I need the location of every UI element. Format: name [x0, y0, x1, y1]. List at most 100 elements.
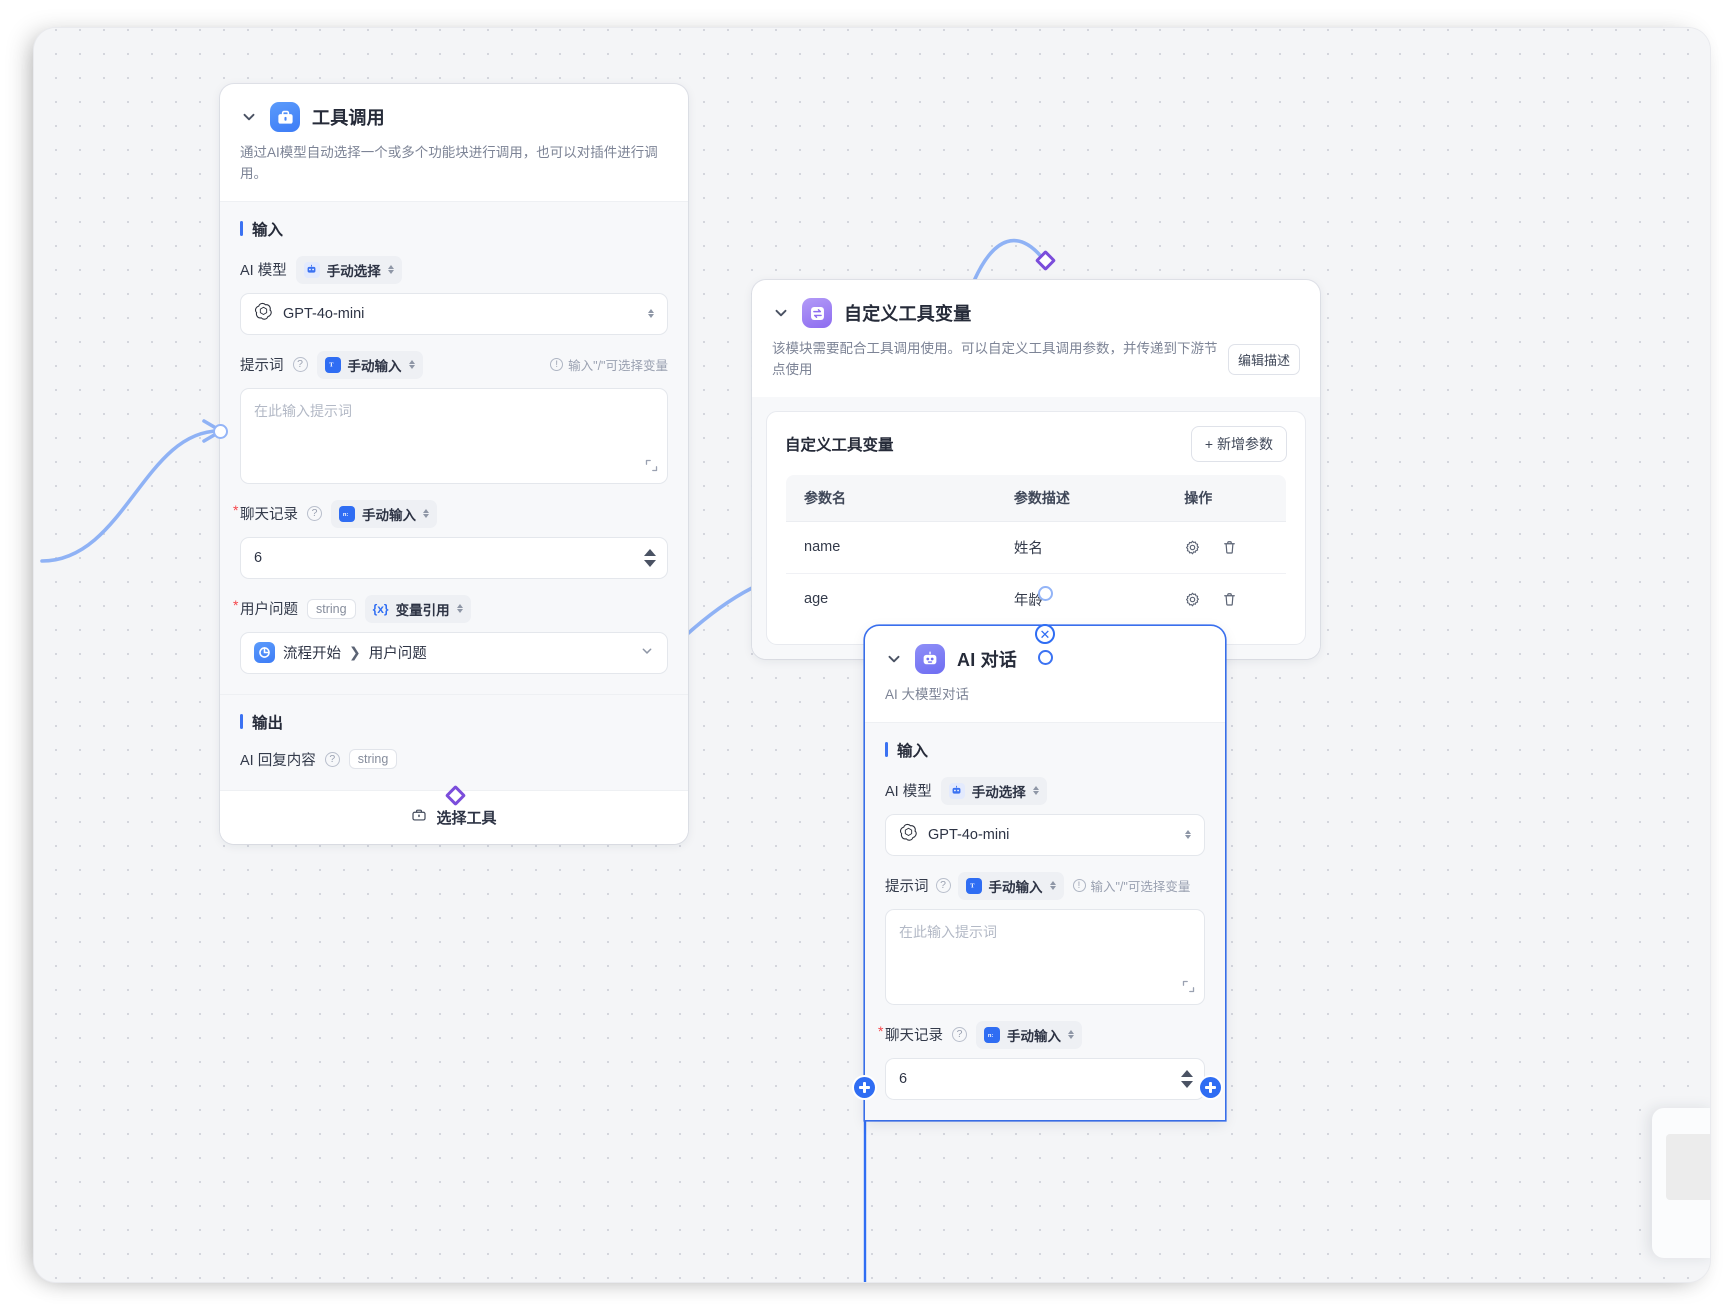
node-tool-call-description: 通过AI模型自动选择一个或多个功能块进行调用，也可以对插件进行调用。 [240, 145, 658, 181]
expand-icon[interactable] [1182, 980, 1195, 996]
port-toolvars-output[interactable] [1038, 586, 1053, 601]
gear-icon[interactable] [1184, 591, 1201, 608]
help-icon[interactable]: ? [324, 751, 340, 767]
prompt-textarea[interactable]: 在此输入提示词 [240, 387, 668, 484]
number-stepper[interactable] [1181, 1069, 1193, 1088]
chevron-updown-icon [1049, 881, 1056, 891]
node-tool-call-title: 工具调用 [312, 108, 385, 128]
port-aichat-left-add[interactable] [854, 1077, 875, 1098]
add-parameter-button[interactable]: + 新增参数 [1190, 425, 1287, 462]
node-tool-call-header: 工具调用 通过AI模型自动选择一个或多个功能块进行调用，也可以对插件进行调用。 [220, 84, 688, 185]
breadcrumb-separator-icon: ❯ [349, 644, 361, 661]
openai-icon [254, 302, 273, 325]
user-question-label: 用户问题 [233, 597, 298, 619]
chevron-updown-icon [456, 604, 463, 614]
chevron-updown-icon [423, 509, 429, 519]
toolbox-small-icon [411, 807, 427, 827]
ai-model-select[interactable]: GPT-4o-mini [885, 813, 1205, 856]
expand-icon[interactable] [645, 459, 658, 475]
help-icon[interactable]: ? [307, 506, 322, 522]
table-row[interactable]: name 姓名 [786, 521, 1286, 574]
prompt-mode-select[interactable]: T 手动输入 [316, 350, 423, 379]
variable-breadcrumb: 流程开始 ❯ 用户问题 [254, 642, 630, 664]
edge-delete-icon[interactable]: ✕ [1035, 624, 1055, 644]
tool-vars-table-section: 自定义工具变量 + 新增参数 参数名 参数描述 操作 name [752, 396, 1320, 659]
column-param-name: 参数名 [786, 474, 996, 522]
canvas-viewport: 工具调用 通过AI模型自动选择一个或多个功能块进行调用，也可以对插件进行调用。 … [34, 28, 1710, 1282]
svg-text:n:: n: [988, 1033, 994, 1039]
prompt-mode-label: 手动输入 [347, 358, 402, 374]
custom-tool-variables-card: 自定义工具变量 + 新增参数 参数名 参数描述 操作 name [766, 410, 1306, 645]
output-type-chip: string [348, 749, 398, 770]
edit-description-button[interactable]: 编辑描述 [1227, 344, 1300, 376]
help-icon[interactable]: ? [292, 357, 308, 373]
chat-history-value: 6 [254, 549, 263, 566]
user-question-mode-label: 变量引用 [395, 602, 450, 618]
number-stepper[interactable] [644, 548, 656, 567]
node-tool-vars-title: 自定义工具变量 [844, 304, 972, 324]
output-row: AI 回复内容 ? string [240, 749, 668, 770]
chat-history-mode-select[interactable]: n: 手动输入 [331, 499, 437, 528]
prompt-variable-hint: ! 输入"/"可选择变量 [1072, 876, 1190, 895]
port-toolvars-input-diamond[interactable] [1034, 249, 1057, 272]
node-ai-chat[interactable]: AI 对话 AI 大模型对话 输入 AI 模型 手动选择 [865, 626, 1225, 1120]
variable-swap-icon [802, 298, 832, 328]
chat-history-mode-label: 手动输入 [362, 507, 416, 523]
collapse-chevron-icon[interactable] [885, 650, 903, 668]
number-input-icon: n: [339, 505, 355, 522]
ai-model-select[interactable]: GPT-4o-mini [240, 292, 668, 335]
toolbox-icon [270, 102, 300, 132]
workflow-canvas[interactable]: 工具调用 通过AI模型自动选择一个或多个功能块进行调用，也可以对插件进行调用。 … [34, 28, 1710, 1282]
info-icon: ! [550, 358, 564, 372]
prompt-placeholder: 在此输入提示词 [899, 923, 997, 940]
prompt-placeholder: 在此输入提示词 [254, 402, 352, 419]
number-input-icon: n: [984, 1026, 1000, 1043]
ai-model-mode-select[interactable]: 手动选择 [295, 255, 402, 284]
user-question-type-chip: string [307, 598, 356, 619]
chevron-updown-icon[interactable] [648, 309, 654, 319]
prompt-mode-select[interactable]: T 手动输入 [957, 871, 1064, 900]
help-icon[interactable]: ? [935, 878, 951, 894]
output-label: AI 回复内容 [240, 752, 316, 769]
field-ai-model: AI 模型 手动选择 GPT-4o-mini [240, 255, 668, 335]
chat-history-value: 6 [899, 1070, 908, 1087]
flow-start-icon [254, 642, 275, 664]
user-question-variable-select[interactable]: 流程开始 ❯ 用户问题 [240, 631, 668, 674]
chat-history-mode-select[interactable]: n: 手动输入 [976, 1020, 1082, 1049]
table-row[interactable]: age 年龄 [786, 573, 1286, 625]
chat-history-input[interactable]: 6 [885, 1057, 1205, 1100]
port-toolcall-input[interactable] [213, 424, 228, 439]
parameters-table: 参数名 参数描述 操作 name 姓名 [785, 473, 1287, 626]
field-chat-history: 聊天记录 ? n: 手动输入 6 [233, 499, 668, 579]
port-aichat-input[interactable] [1038, 650, 1053, 665]
table-title: 自定义工具变量 [785, 436, 894, 454]
gear-icon[interactable] [1184, 539, 1201, 556]
chevron-updown-icon[interactable] [1185, 830, 1191, 840]
right-drawer-panel[interactable] [1652, 1108, 1710, 1258]
node-tool-call[interactable]: 工具调用 通过AI模型自动选择一个或多个功能块进行调用，也可以对插件进行调用。 … [220, 84, 688, 844]
collapse-chevron-icon[interactable] [240, 108, 258, 126]
column-param-desc: 参数描述 [995, 474, 1167, 522]
chevron-down-icon[interactable] [640, 644, 654, 662]
prompt-textarea[interactable]: 在此输入提示词 [885, 908, 1205, 1005]
svg-text:T: T [329, 362, 334, 369]
prompt-mode-label: 手动输入 [988, 879, 1043, 895]
trash-icon[interactable] [1221, 591, 1238, 608]
node-ai-chat-header: AI 对话 AI 大模型对话 [865, 626, 1225, 706]
ai-model-mode-select[interactable]: 手动选择 [940, 776, 1047, 805]
column-operations: 操作 [1166, 474, 1286, 522]
svg-text:n:: n: [343, 512, 349, 518]
input-section-title: 输入 [885, 739, 1205, 761]
chat-history-mode-label: 手动输入 [1007, 1028, 1061, 1044]
info-icon: ! [1072, 879, 1086, 893]
edge-into-toolvars-top [972, 239, 1046, 283]
collapse-chevron-icon[interactable] [772, 304, 790, 322]
help-icon[interactable]: ? [952, 1027, 967, 1043]
node-tool-vars[interactable]: 自定义工具变量 该模块需要配合工具调用使用。可以自定义工具调用参数，并传递到下游… [752, 280, 1320, 659]
tool-call-output-section: 输出 AI 回复内容 ? string [220, 693, 688, 790]
port-aichat-right-add[interactable] [1200, 1077, 1221, 1098]
user-question-mode-select[interactable]: {x} 变量引用 [364, 594, 471, 623]
trash-icon[interactable] [1221, 539, 1238, 556]
chat-history-input[interactable]: 6 [240, 536, 668, 579]
node-ai-chat-description: AI 大模型对话 [885, 687, 970, 702]
